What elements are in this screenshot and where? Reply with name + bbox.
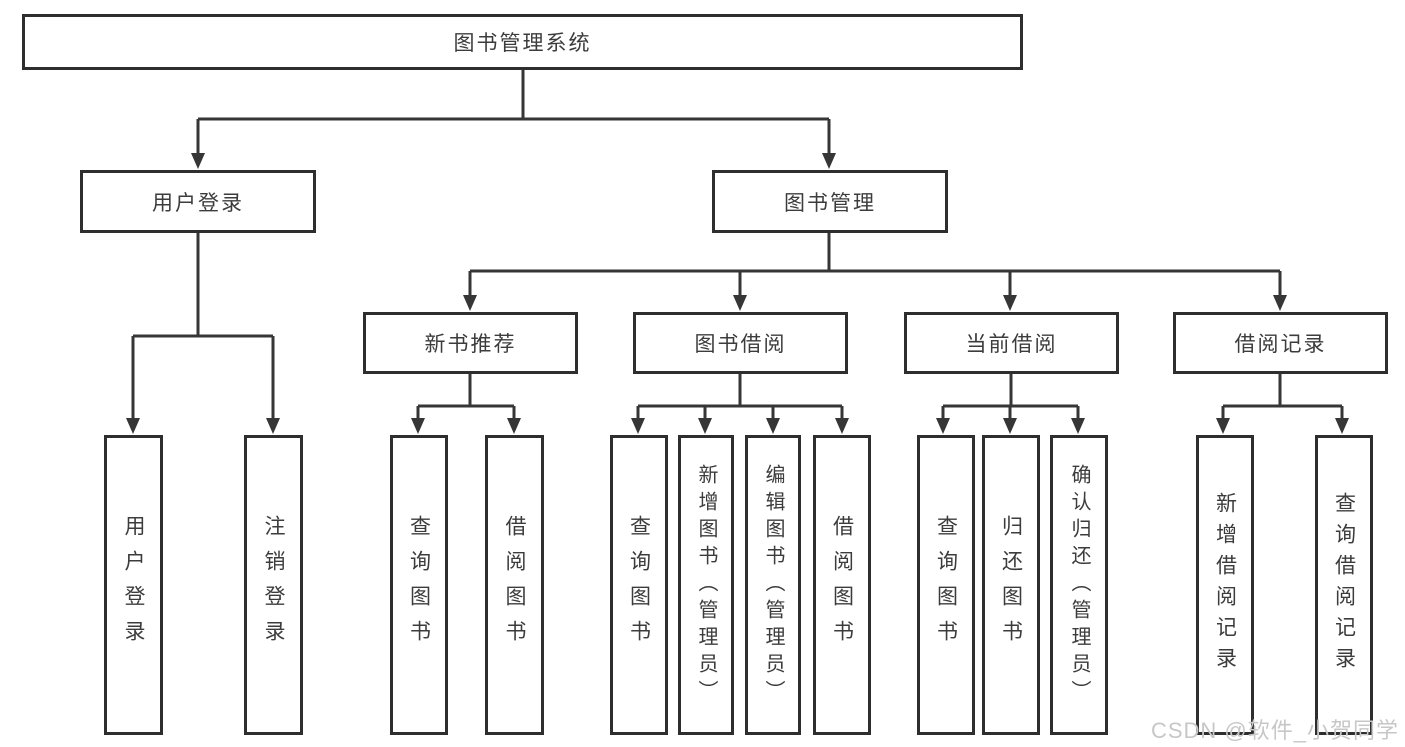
connector-root-to-level2 [191,69,836,169]
node-user-login: 用户登录 [80,170,316,233]
connector-borrow-records-to-leaves [1216,374,1349,434]
leaf-label: 注销登录 [262,515,285,655]
leaf-return-books: 归还图书 [982,435,1040,735]
connector-new-book-rec-to-leaves [411,374,521,434]
leaf-current-query-books: 查询图书 [917,435,975,735]
node-label: 借阅记录 [1234,333,1327,356]
leaf-add-books-admin: 新增图书（管理员） [678,435,734,735]
leaf-label: 新增图书（管理员） [695,463,717,707]
node-label: 图书借阅 [694,333,787,356]
node-new-book-recommend: 新书推荐 [363,312,578,374]
leaf-label: 确认归还（管理员） [1068,463,1090,707]
leaf-add-borrow-record: 新增借阅记录 [1196,435,1254,735]
leaf-label: 查询图书 [407,515,431,655]
connector-book-mgmt-to-level3 [463,233,1287,311]
node-book-borrow: 图书借阅 [633,312,848,374]
leaf-query-borrow-record: 查询借阅记录 [1315,435,1373,735]
leaf-label: 借阅图书 [503,515,526,655]
node-label: 用户登录 [152,191,244,215]
leaf-label: 归还图书 [999,515,1023,655]
leaf-edit-books-admin: 编辑图书（管理员） [745,435,801,735]
node-book-management: 图书管理 [712,170,948,233]
connector-user-login-to-leaves [126,233,280,434]
leaf-newbook-borrow-books: 借阅图书 [485,435,544,735]
node-label: 图书管理系统 [453,32,592,55]
leaf-label: 查询借阅记录 [1332,492,1356,678]
node-current-borrow: 当前借阅 [904,312,1119,374]
node-borrow-records: 借阅记录 [1173,312,1388,374]
leaf-logout: 注销登录 [244,435,303,735]
leaf-confirm-return-admin: 确认归还（管理员） [1050,435,1108,735]
leaf-borrow-query-books: 查询图书 [610,435,668,735]
node-label: 当前借阅 [965,333,1058,356]
leaf-label: 用户登录 [122,515,145,655]
node-label: 图书管理 [784,191,876,215]
leaf-label: 新增借阅记录 [1213,492,1237,678]
connector-current-borrow-to-leaves [936,374,1085,434]
leaf-label: 查询图书 [934,515,958,655]
leaf-label: 借阅图书 [830,515,854,655]
connector-book-borrow-to-leaves [631,374,849,434]
watermark-text: CSDN @软件_小贺同学 [1150,718,1399,743]
node-root-system: 图书管理系统 [22,14,1023,70]
leaf-user-login: 用户登录 [104,435,163,735]
leaf-label: 查询图书 [627,515,651,655]
node-label: 新书推荐 [424,333,517,356]
leaf-borrow-books: 借阅图书 [813,435,871,735]
leaf-newbook-query-books: 查询图书 [390,435,448,735]
leaf-label: 编辑图书（管理员） [762,463,784,707]
